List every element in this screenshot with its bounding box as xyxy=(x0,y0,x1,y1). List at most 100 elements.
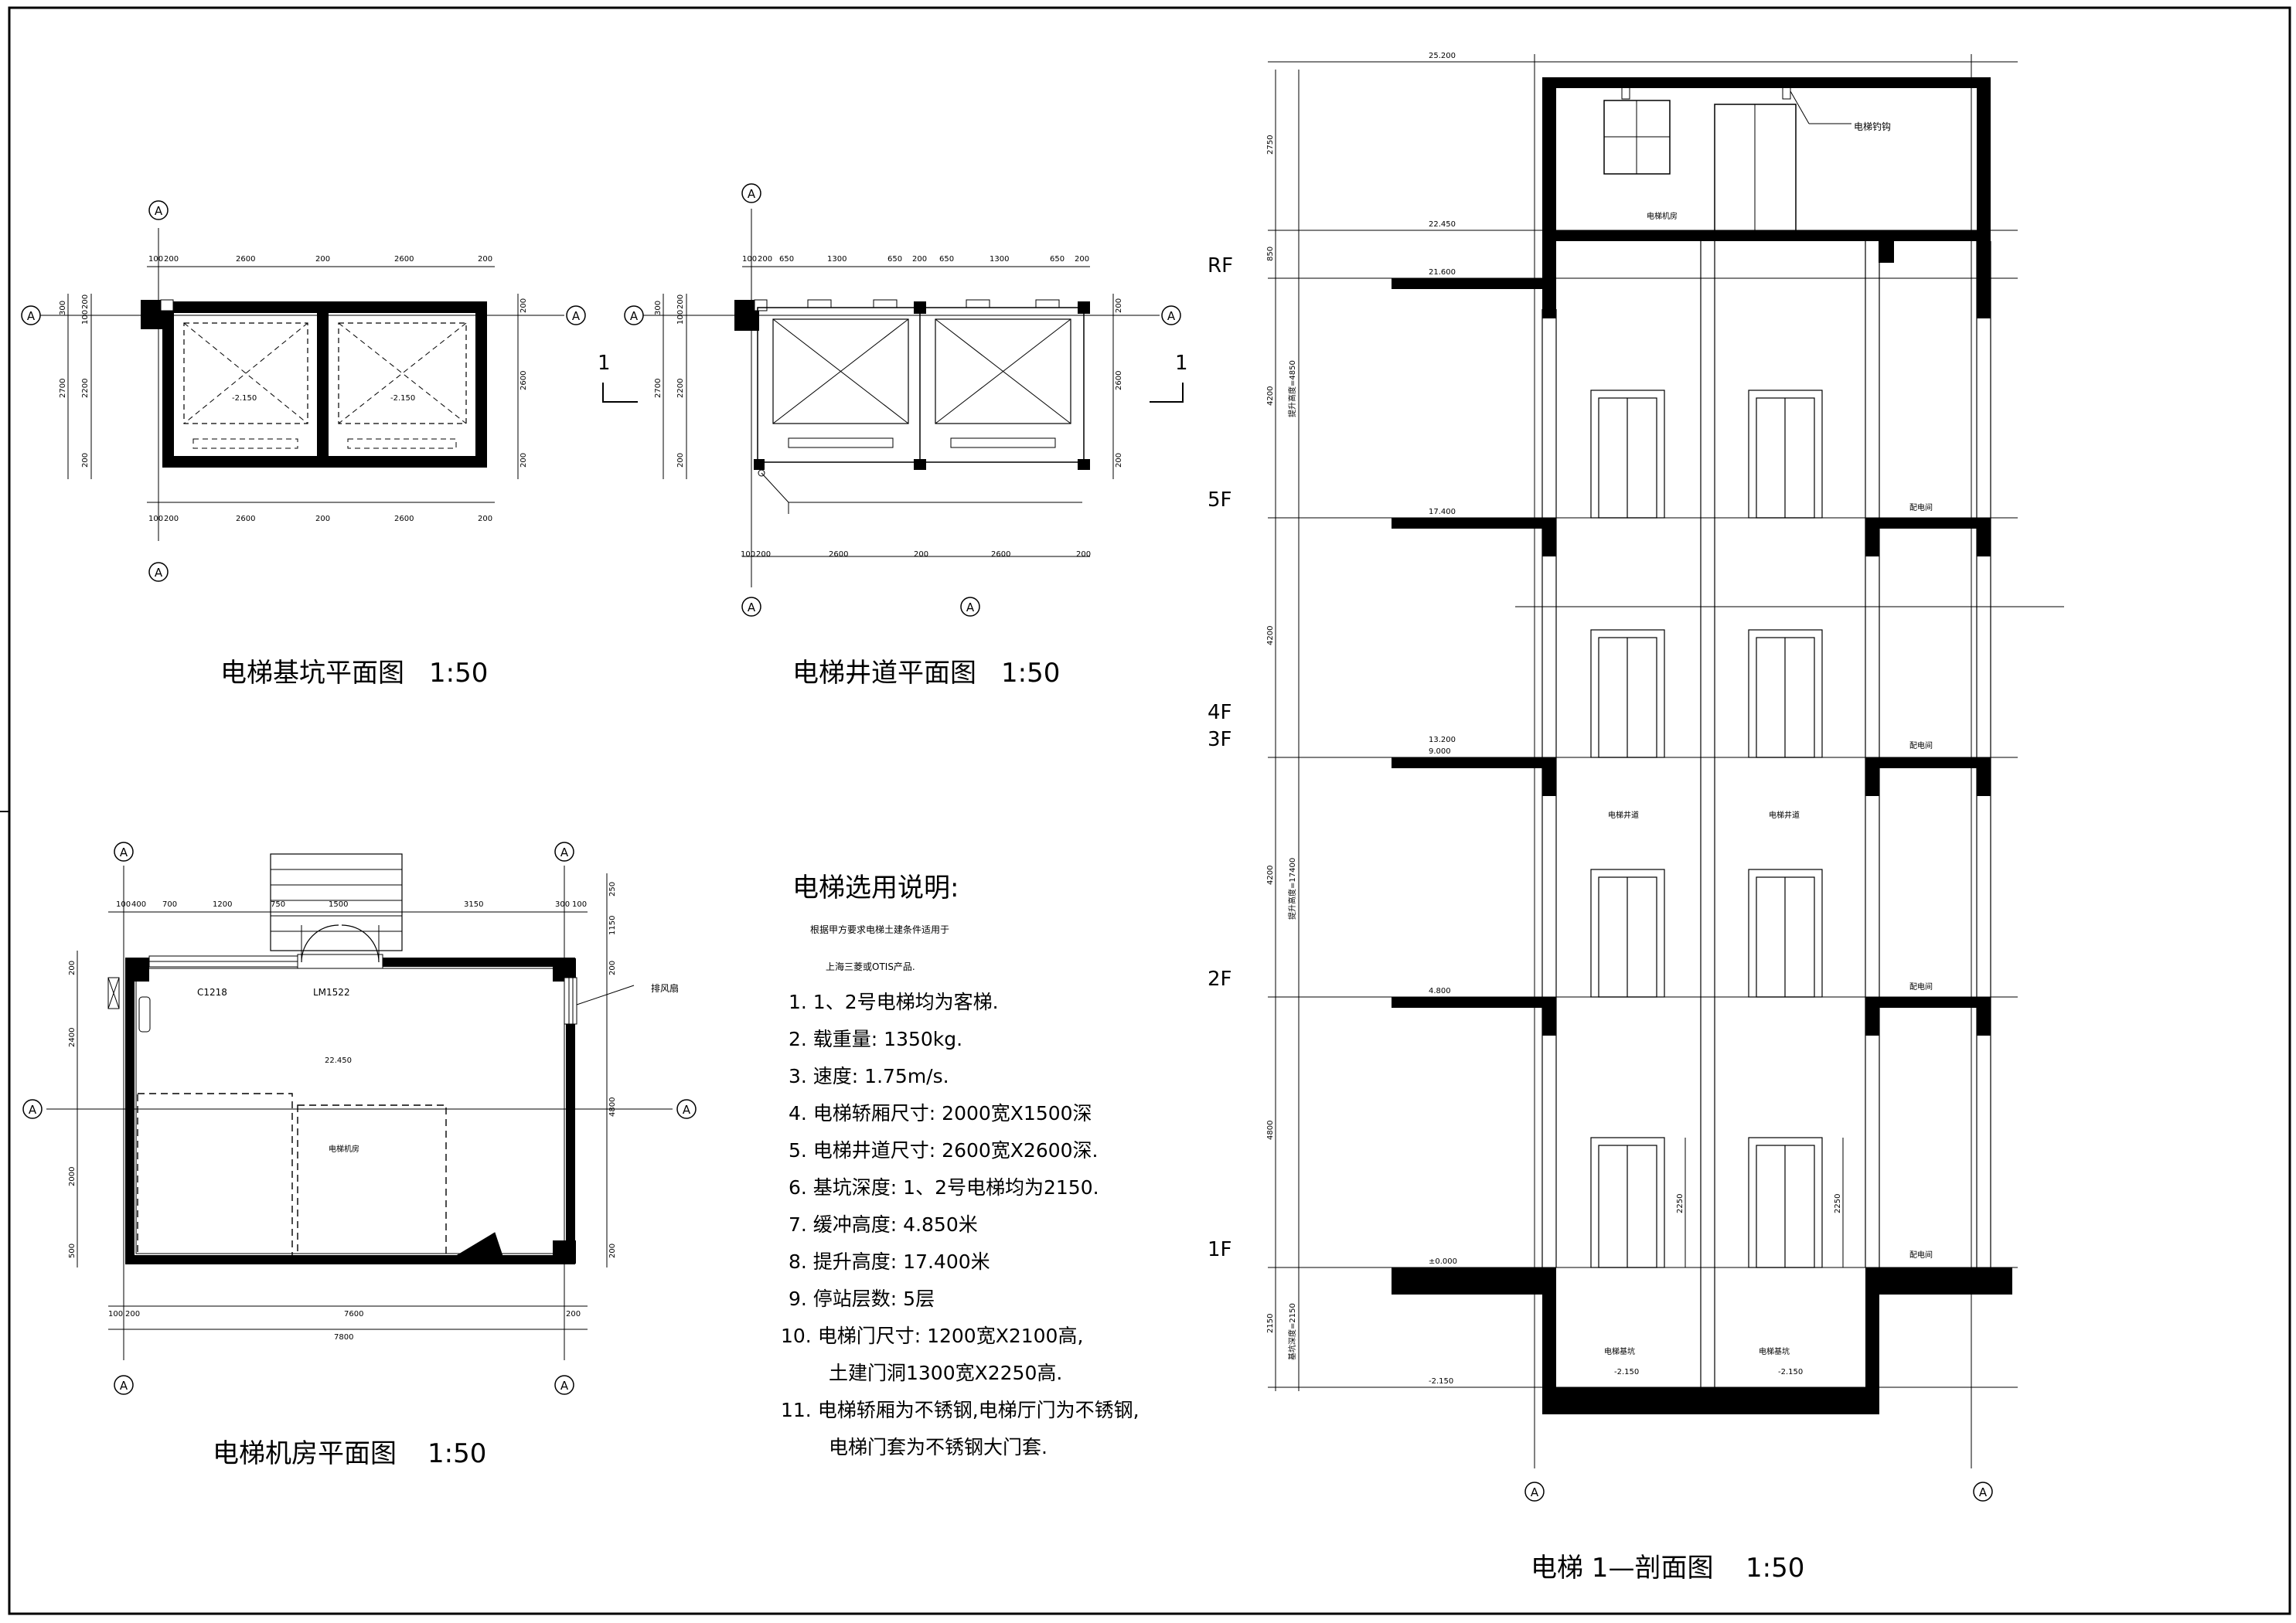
dim: 750 xyxy=(271,900,285,909)
dim: 200 xyxy=(478,515,492,523)
dim: 4200 xyxy=(1266,386,1275,406)
pit-wall-left xyxy=(1542,1267,1556,1414)
dim: 4200 xyxy=(1266,866,1275,885)
dim: 2600 xyxy=(829,550,848,559)
dim: 2700 xyxy=(654,379,663,398)
machine-plan-dimensions: 100 400 700 1200 750 1500 3150 300 100 1… xyxy=(68,882,679,1342)
machine-plan-title: 电梯机房平面图 xyxy=(213,1438,397,1469)
section-title: 电梯 1—剖面图 xyxy=(1531,1553,1713,1584)
sheet-border xyxy=(8,6,2291,1615)
dim: 2200 xyxy=(81,379,90,398)
floor-label-3f: 3F xyxy=(1208,728,1232,751)
dim: 200 xyxy=(125,1310,140,1318)
dim: 200 xyxy=(912,255,927,264)
dim: 200 xyxy=(676,453,685,468)
note-item-3: 3. 速度: 1.75m/s. xyxy=(789,1065,949,1087)
shaft-label-1: 电梯井道 xyxy=(1608,810,1639,820)
dim: 2000 xyxy=(68,1167,77,1186)
shaft-plan-title: 电梯井道平面图 xyxy=(792,658,976,689)
axis-label: A xyxy=(1167,309,1176,323)
machine-room-wall xyxy=(125,958,575,1264)
dim: 2600 xyxy=(991,550,1010,559)
shaft-plan-dimensions: 100 200 650 1300 650 200 650 1300 650 20… xyxy=(654,255,1123,559)
dim: 300 xyxy=(654,301,663,315)
dim: 650 xyxy=(939,255,954,264)
elevator-section xyxy=(1268,54,2064,1468)
dim: 100 xyxy=(81,310,90,325)
note-item-5: 5. 电梯井道尺寸: 2600宽X2600深. xyxy=(789,1139,1099,1162)
section-machine-room: 电梯机房 xyxy=(1647,211,1678,221)
section-cut-right xyxy=(1150,383,1184,403)
electric-room-3: 配电间 xyxy=(1909,982,1933,992)
note-item-10: 10. 电梯门尺寸: 1200宽X2100高, xyxy=(781,1325,1083,1347)
travel-label: 提升高度=17400 xyxy=(1287,858,1297,920)
pit-level-1: -2.150 xyxy=(232,394,257,403)
level: ±0.000 xyxy=(1429,1257,1457,1266)
level: 4.800 xyxy=(1429,987,1451,995)
machine-room-floor xyxy=(1542,230,1991,241)
dim: 250 xyxy=(608,882,617,897)
level: 25.200 xyxy=(1429,52,1456,60)
dim: 200 xyxy=(566,1310,581,1318)
notes-intro-1: 根据甲方要求电梯土建条件适用于 xyxy=(810,924,949,935)
dim: 100 xyxy=(148,255,163,264)
dim: 2600 xyxy=(236,255,255,264)
machine-room-roof xyxy=(1542,77,1991,88)
pit-label-1: 电梯基坑 xyxy=(1604,1346,1635,1356)
overhead-label: 提升高度=4850 xyxy=(1287,360,1297,417)
dim: 1500 xyxy=(329,900,348,909)
floor-label-2f: 2F xyxy=(1208,968,1232,991)
axis-markers xyxy=(21,183,1993,1502)
level: 22.450 xyxy=(1429,220,1456,229)
dim: 200 xyxy=(315,515,330,523)
door-height-2: 2250 xyxy=(1834,1194,1842,1213)
dim: 2700 xyxy=(59,379,67,398)
dim: 650 xyxy=(887,255,902,264)
dim: 200 xyxy=(758,255,772,264)
dim: 100 xyxy=(572,900,587,909)
selection-notes: 电梯选用说明: 根据甲方要求电梯土建条件适用于 上海三菱或OTIS产品. 1. … xyxy=(781,873,1139,1458)
dim: 100 xyxy=(108,1310,123,1318)
pit-column-notch xyxy=(160,299,174,311)
axis-label-group: A A A A A A A A A A A A A A A A A xyxy=(27,187,1988,1499)
pit-plan-scale: 1:50 xyxy=(429,658,488,689)
pit-wall-right xyxy=(1865,1267,1879,1414)
machine-room-label: 电梯机房 xyxy=(329,1144,359,1154)
machine-base-2 xyxy=(297,1104,447,1257)
pit-depth-label: 基坑深度=2150 xyxy=(1287,1303,1297,1360)
machine-total-dim: 7800 xyxy=(334,1333,353,1342)
axis-label: A xyxy=(155,204,163,218)
dim: 2150 xyxy=(1266,1314,1275,1333)
note-item-11: 11. 电梯轿厢为不锈钢,电梯厅门为不锈钢, xyxy=(781,1399,1139,1421)
axis-label: A xyxy=(120,1379,128,1393)
dim: 200 xyxy=(81,453,90,468)
axis-label: A xyxy=(560,1379,569,1393)
level: 9.000 xyxy=(1429,747,1451,756)
dim: 2600 xyxy=(236,515,255,523)
dim: 650 xyxy=(779,255,794,264)
floor-label-1f: 1F xyxy=(1208,1238,1232,1261)
door-tag: LM1522 xyxy=(313,987,350,998)
notes-intro-2: 上海三菱或OTIS产品. xyxy=(826,961,915,972)
note-item-1: 1. 1、2号电梯均为客梯. xyxy=(789,991,999,1013)
dim: 200 xyxy=(478,255,492,264)
dim: 200 xyxy=(1115,453,1123,468)
section-scale: 1:50 xyxy=(1746,1553,1804,1584)
note-item-7: 7. 缓冲高度: 4.850米 xyxy=(789,1213,978,1236)
axis-label: A xyxy=(683,1103,691,1117)
dim: 4200 xyxy=(1266,626,1275,645)
dim: 7600 xyxy=(344,1310,363,1318)
pit-level-2: -2.150 xyxy=(390,394,415,403)
window-tag: C1218 xyxy=(197,987,227,998)
dim: 300 xyxy=(555,900,570,909)
dim: 4800 xyxy=(1266,1121,1275,1140)
dim: 100 xyxy=(741,550,755,559)
shaft-plan-scale: 1:50 xyxy=(1001,658,1060,689)
note-item-6: 6. 基坑深度: 1、2号电梯均为2150. xyxy=(789,1176,1099,1199)
dim: 200 xyxy=(164,515,179,523)
note-item-9: 9. 停站层数: 5层 xyxy=(789,1288,935,1310)
note-item-11b: 电梯门套为不锈钢大门套. xyxy=(829,1436,1048,1458)
electric-room-4: 配电间 xyxy=(1909,1250,1933,1260)
dim: 200 xyxy=(608,961,617,975)
